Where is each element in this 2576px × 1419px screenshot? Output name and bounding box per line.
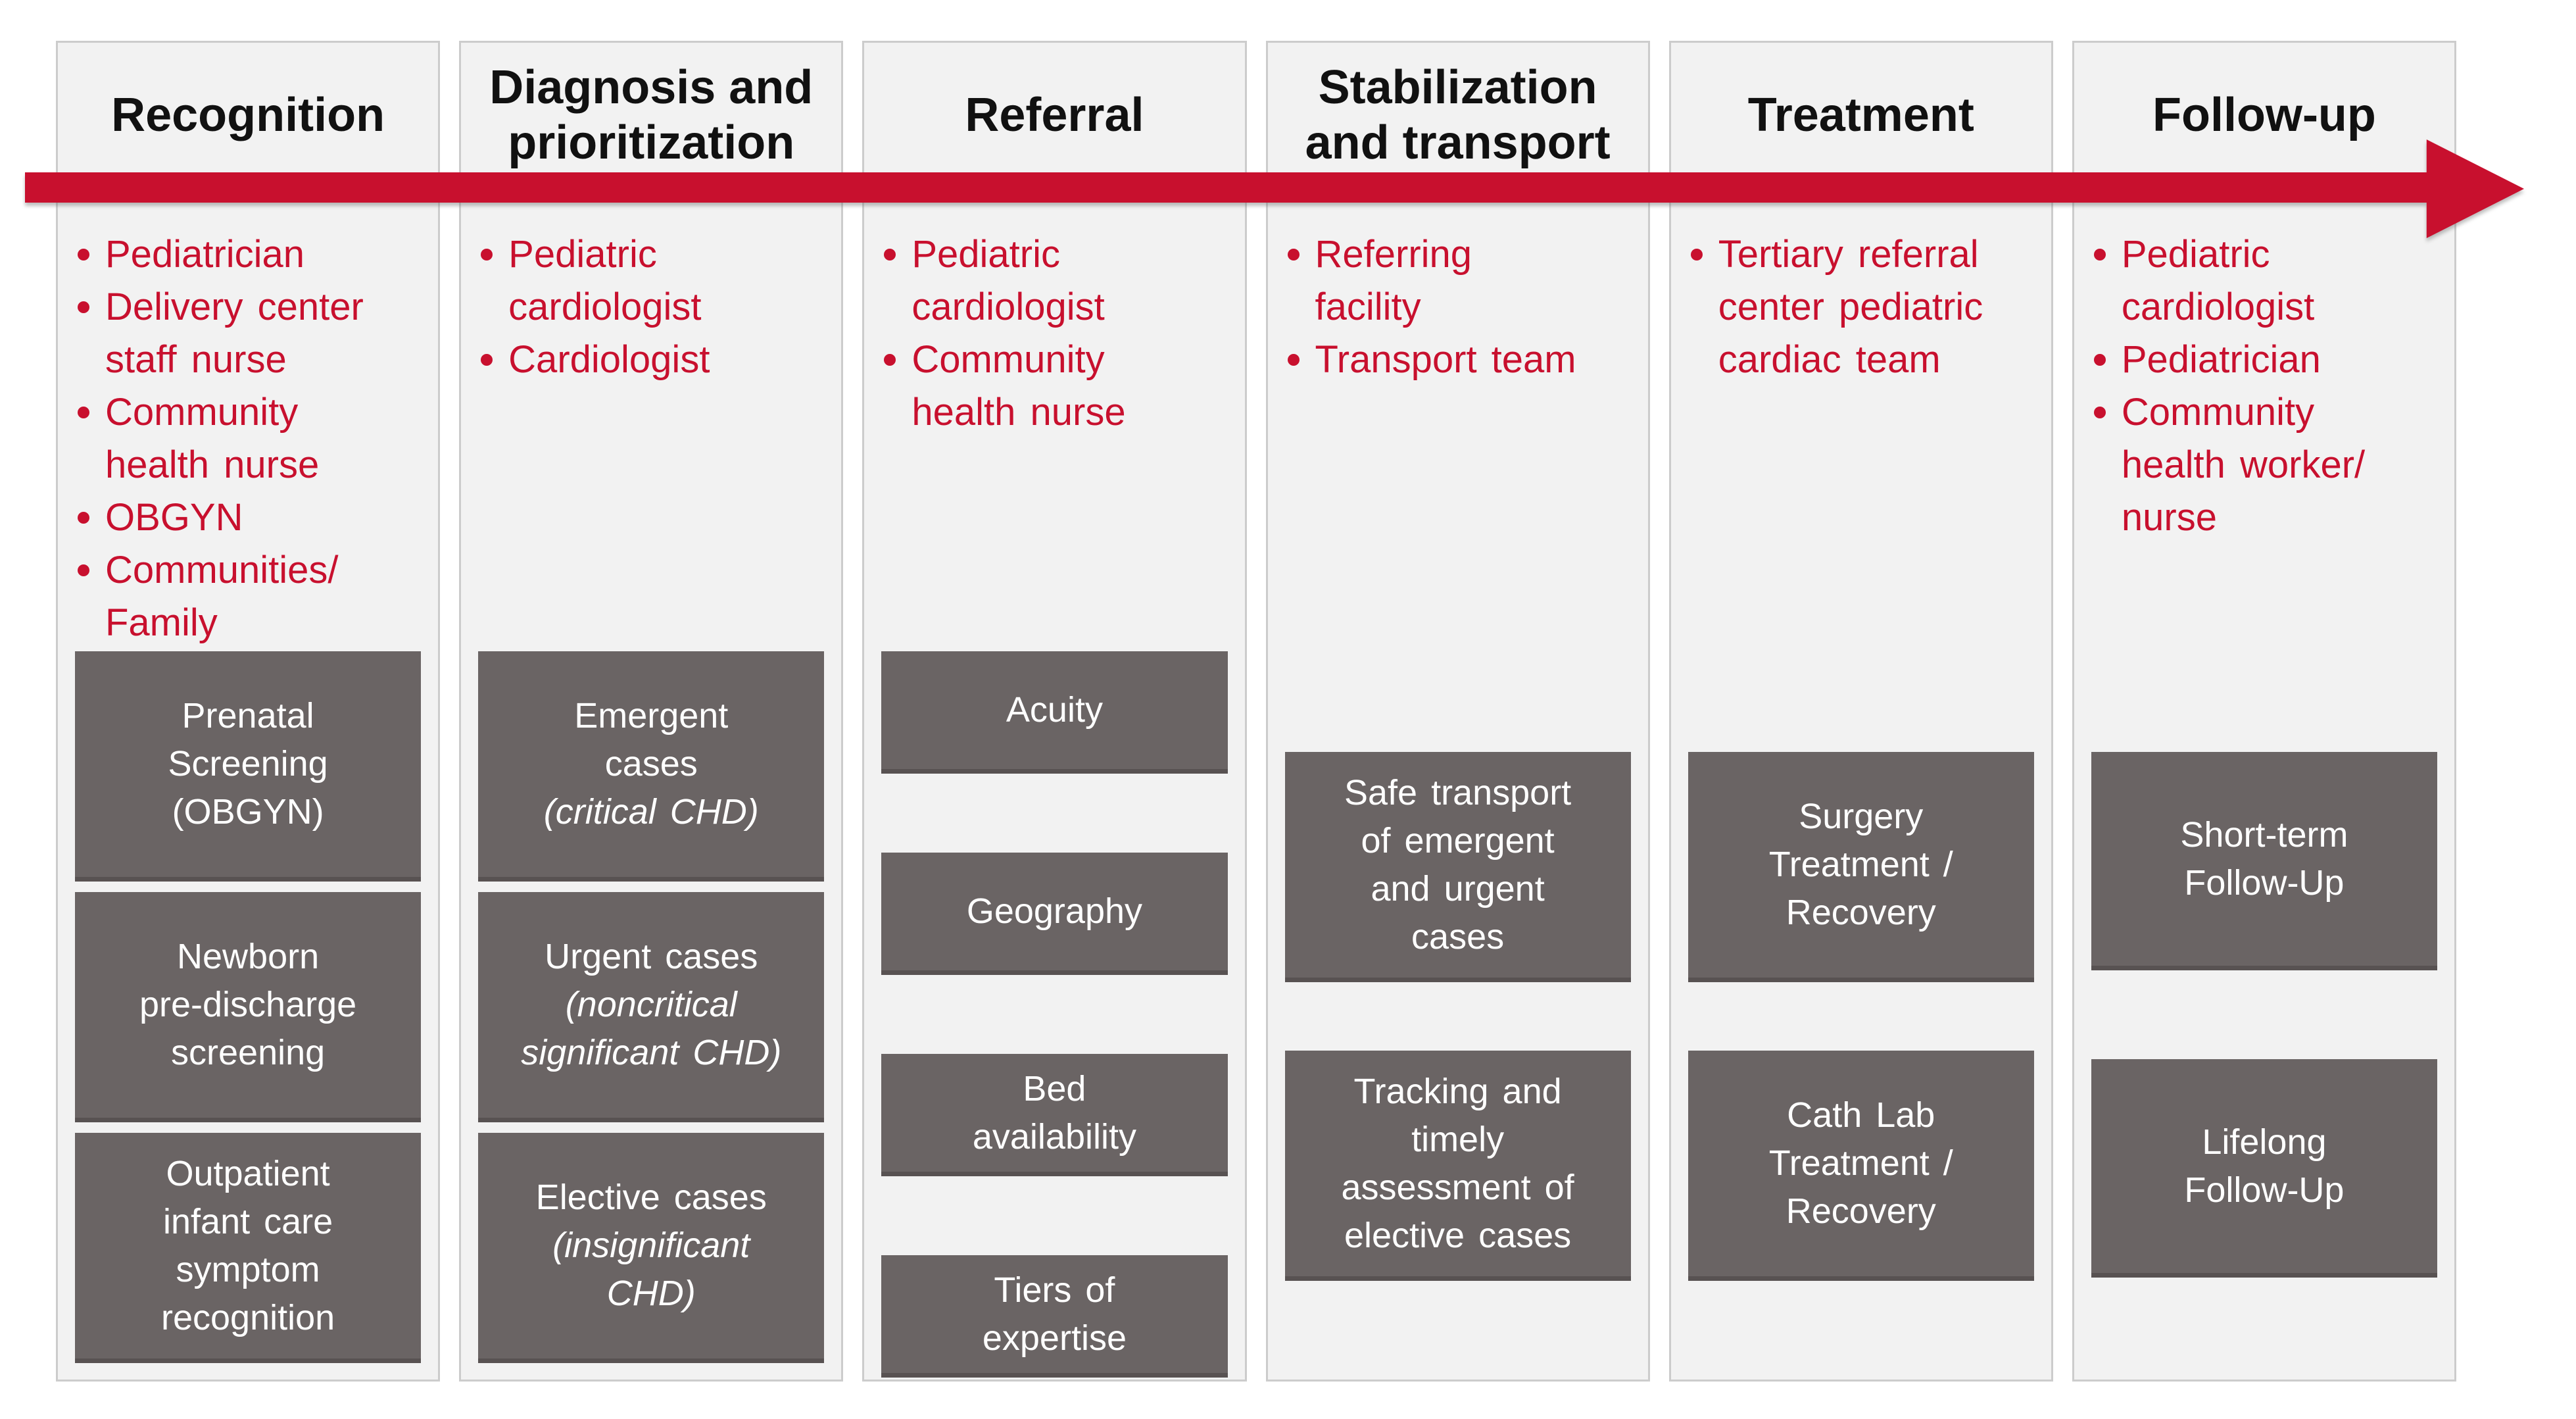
bullet-icon xyxy=(1287,249,1300,261)
stage-column-treatment: Treatment Tertiary referral center pedia… xyxy=(1668,41,2053,1382)
stakeholder-list: Pediatric cardiologist Community health … xyxy=(884,228,1221,439)
process-box-group: Prenatal Screening (OBGYN) Newborn pre-d… xyxy=(75,651,422,1363)
process-box: Cath Lab Treatment / Recovery xyxy=(1688,1051,2034,1281)
process-box: Safe transport of emergent and urgent ca… xyxy=(1284,752,1631,982)
stakeholder-list: Tertiary referral center pediatric cardi… xyxy=(1690,228,2028,386)
stakeholder-list: Pediatrician Delivery center staff nurse… xyxy=(78,228,414,649)
bullet-icon xyxy=(78,407,89,418)
process-box-group: Safe transport of emergent and urgent ca… xyxy=(1284,752,1631,1281)
care-pathway-diagram: Recognition Pediatrician Delivery center… xyxy=(56,41,2457,1382)
process-box-group: Short-term Follow-Up Lifelong Follow-Up xyxy=(2091,752,2438,1278)
process-box: Tiers of expertise xyxy=(881,1255,1228,1378)
process-box: Prenatal Screening (OBGYN) xyxy=(75,651,422,882)
stakeholder-item: Pediatrician xyxy=(2093,334,2431,386)
bullet-icon xyxy=(1690,249,1703,261)
stakeholder-item: Community health nurse xyxy=(78,386,414,491)
process-box: Lifelong Follow-Up xyxy=(2091,1059,2438,1278)
stage-header: Referral xyxy=(965,88,1144,141)
bullet-icon xyxy=(2093,354,2106,366)
stage-column-follow-up: Follow-up Pediatric cardiologist Pediatr… xyxy=(2072,41,2457,1382)
stage-header: Treatment xyxy=(1747,88,1974,141)
stakeholder-list: Pediatric cardiologist Pediatrician Comm… xyxy=(2093,228,2431,544)
stakeholder-item: Community health nurse xyxy=(884,334,1221,439)
stakeholder-item: Pediatrician xyxy=(78,228,414,281)
stage-column-recognition: Recognition Pediatrician Delivery center… xyxy=(56,41,441,1382)
process-box: Short-term Follow-Up xyxy=(2091,752,2438,970)
process-box: Outpatient infant care symptom recogniti… xyxy=(75,1133,422,1363)
process-box-group: Acuity Geography Bed availability Tiers … xyxy=(881,651,1228,1378)
process-box: Geography xyxy=(881,853,1228,975)
process-box: Newborn pre-discharge screening xyxy=(75,892,422,1122)
bullet-icon xyxy=(481,354,493,366)
stage-header: Stabilization and transport xyxy=(1305,61,1611,169)
bullet-icon xyxy=(78,301,89,313)
process-box: Tracking and timely assessment of electi… xyxy=(1284,1051,1631,1281)
bullet-icon xyxy=(884,249,896,261)
stage-column-referral: Referral Pediatric cardiologist Communit… xyxy=(862,41,1247,1382)
stage-column-diagnosis-and-prioritization: Diagnosis and prioritization Pediatric c… xyxy=(459,41,844,1382)
stakeholder-item: Pediatric cardiologist xyxy=(2093,228,2431,334)
stage-header: Follow-up xyxy=(2152,88,2376,141)
bullet-icon xyxy=(481,249,493,261)
stakeholder-item: Community health worker/ nurse xyxy=(2093,386,2431,544)
bullet-icon xyxy=(884,354,896,366)
stakeholder-item: Transport team xyxy=(1287,334,1624,386)
bullet-icon xyxy=(2093,407,2106,418)
stakeholder-item: Referring facility xyxy=(1287,228,1624,334)
process-box: Emergent cases (critical CHD) xyxy=(478,651,825,882)
stage-header: Recognition xyxy=(111,88,385,141)
bullet-icon xyxy=(78,512,89,524)
process-box-group: Surgery Treatment / Recovery Cath Lab Tr… xyxy=(1688,752,2034,1281)
stakeholder-list: Referring facility Transport team xyxy=(1287,228,1624,386)
bullet-icon xyxy=(1287,354,1300,366)
stakeholder-item: Delivery center staff nurse xyxy=(78,281,414,386)
process-box: Surgery Treatment / Recovery xyxy=(1688,752,2034,982)
process-box: Bed availability xyxy=(881,1054,1228,1176)
process-box: Elective cases (insignificant CHD) xyxy=(478,1133,825,1363)
bullet-icon xyxy=(2093,249,2106,261)
stakeholder-item: Tertiary referral center pediatric cardi… xyxy=(1690,228,2028,386)
stakeholder-item: Pediatric cardiologist xyxy=(884,228,1221,334)
bullet-icon xyxy=(78,564,89,576)
stakeholder-item: Cardiologist xyxy=(481,334,817,386)
stakeholder-item: Communities/ Family xyxy=(78,544,414,649)
stage-header: Diagnosis and prioritization xyxy=(489,61,814,169)
process-box-group: Emergent cases (critical CHD) Urgent cas… xyxy=(478,651,825,1363)
process-box: Urgent cases (noncritical significant CH… xyxy=(478,892,825,1122)
bullet-icon xyxy=(78,249,89,261)
stakeholder-item: OBGYN xyxy=(78,491,414,544)
process-box: Acuity xyxy=(881,651,1228,774)
stakeholder-list: Pediatric cardiologist Cardiologist xyxy=(481,228,817,386)
stakeholder-item: Pediatric cardiologist xyxy=(481,228,817,334)
stage-column-stabilization-and-transport: Stabilization and transport Referring fa… xyxy=(1265,41,1650,1382)
